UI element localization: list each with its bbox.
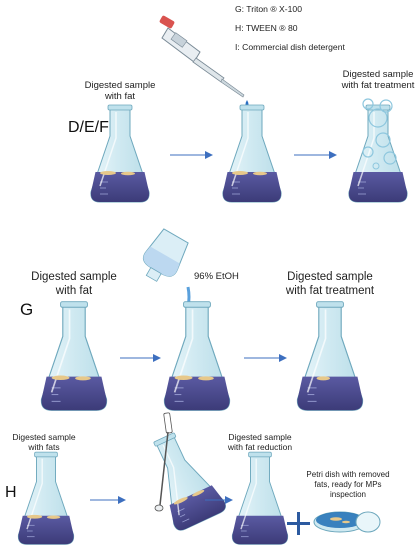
legend-i: I: Commercial dish detergent	[235, 42, 345, 52]
h-label-right-line3: inspection	[330, 490, 366, 499]
def-label-left-line1: Digested sample	[85, 80, 156, 91]
h-flask-tilted	[138, 425, 229, 534]
def-flask-mid	[222, 104, 282, 203]
legend-h: H: TWEEN ® 80	[235, 23, 298, 33]
plus-icon	[287, 512, 310, 535]
pipette-icon	[159, 15, 245, 98]
panel-letter-h: H	[5, 484, 17, 501]
bottle-icon	[142, 228, 189, 282]
g-flask-mid	[163, 300, 231, 412]
panel-letter-def: D/E/F	[68, 119, 109, 136]
g-label-left-line2: with fat	[55, 285, 93, 297]
spoon-icon	[154, 412, 173, 512]
def-label-right-line1: Digested sample	[343, 69, 414, 80]
h-label-mid-line1: Digested sample	[228, 432, 292, 442]
h-flask-right	[231, 451, 289, 546]
g-flask-left	[40, 300, 108, 412]
def-label-right-line2: with fat treatment	[341, 80, 415, 91]
g-label-right-line2: with fat treatment	[285, 285, 375, 297]
g-flask-right	[296, 300, 364, 412]
legend-g: G: Triton ® X-100	[235, 4, 302, 14]
h-label-right-line1: Petri dish with removed	[306, 470, 389, 479]
h-label-left-line1: Digested sample	[12, 432, 76, 442]
def-label-left-line2: with fat	[104, 91, 135, 102]
h-label-left-line2: with fats	[27, 442, 59, 452]
g-label-left-line1: Digested sample	[31, 271, 117, 283]
h-label-right-line2: fats, ready for MPs	[314, 480, 381, 489]
g-label-right-line1: Digested sample	[287, 271, 373, 283]
h-flask-left	[17, 451, 75, 546]
panel-letter-g: G	[20, 300, 33, 319]
petri-dish-icon	[313, 511, 381, 533]
g-reagent-label: 96% EtOH	[194, 271, 239, 282]
def-flask-right	[348, 98, 408, 203]
h-label-mid-line2: with fat reduction	[227, 442, 293, 452]
